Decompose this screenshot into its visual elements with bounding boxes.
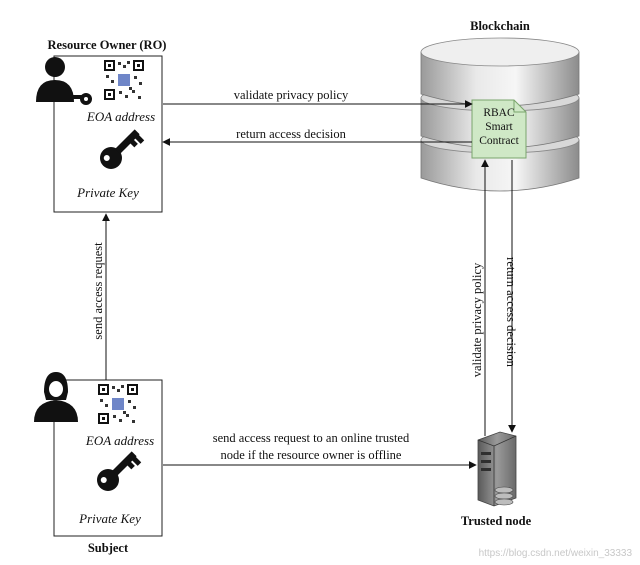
contract-line-3: Contract (479, 135, 519, 147)
database-icon (420, 37, 580, 192)
blockchain-title: Blockchain (470, 19, 530, 33)
woman-user-icon (34, 372, 78, 422)
qr-code-icon (104, 60, 144, 100)
contract-line-2: Smart (485, 121, 513, 133)
watermark: https://blog.csdn.net/weixin_33333 (479, 548, 633, 559)
label-validate-vertical: validate privacy policy (470, 262, 484, 377)
server-icon (477, 431, 517, 507)
key-icon (97, 451, 142, 491)
key-icon (100, 129, 145, 169)
subject-eoa-label: EOA address (85, 433, 154, 448)
trusted-node-title: Trusted node (461, 514, 532, 528)
label-send-offline-2: node if the resource owner is offline (221, 448, 402, 462)
subject-box (53, 379, 163, 537)
qr-code-icon (98, 384, 138, 424)
label-return-vertical: return access decision (504, 257, 518, 367)
resource-owner-box (53, 55, 163, 213)
label-send-offline-1: send access request to an online trusted (213, 431, 410, 445)
label-validate-top: validate privacy policy (234, 88, 349, 102)
label-send-vertical: send access request (91, 242, 105, 340)
document-icon (471, 99, 527, 159)
label-return-top: return access decision (236, 127, 346, 141)
contract-line-1: RBAC (483, 107, 515, 119)
user-with-key-icon (36, 57, 92, 105)
subject-title: Subject (88, 541, 129, 555)
resource-owner-title: Resource Owner (RO) (48, 38, 167, 52)
owner-eoa-label: EOA address (86, 109, 155, 124)
subject-key-label: Private Key (78, 511, 141, 526)
owner-key-label: Private Key (76, 185, 139, 200)
